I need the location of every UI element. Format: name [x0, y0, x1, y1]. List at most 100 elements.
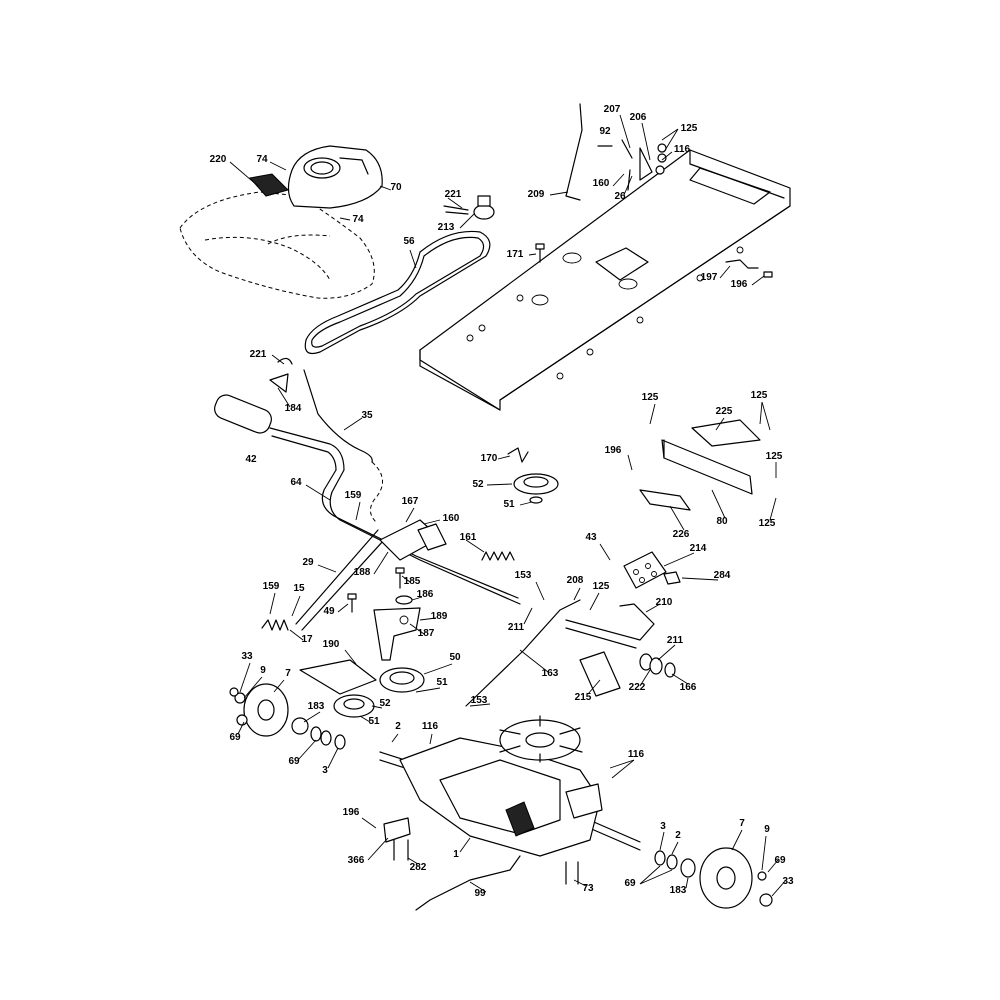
brake-rod [565, 103, 583, 201]
bracket-188 [379, 519, 447, 561]
bracket-210 [565, 603, 655, 649]
callout-c-189: 189 [431, 611, 448, 622]
callout-c-211a: 211 [508, 622, 525, 633]
callout-c-73: 73 [582, 883, 594, 894]
callout-c-2a: 2 [395, 721, 401, 732]
callout-c-33b: 33 [782, 876, 794, 887]
callout-c-7a: 7 [285, 668, 291, 679]
callout-c-70: 70 [390, 182, 402, 193]
callout-c-282: 282 [410, 862, 427, 873]
callout-c-74b: 74 [352, 214, 364, 225]
callout-c-163: 163 [542, 668, 559, 679]
callout-c-29: 29 [302, 557, 314, 568]
callout-c-51b: 51 [436, 677, 448, 688]
callout-c-166: 166 [680, 682, 697, 693]
bolts-73 [565, 861, 579, 885]
rod-29 [295, 529, 385, 631]
callout-c-211b: 211 [667, 635, 684, 646]
callout-c-221a: 221 [445, 189, 462, 200]
callout-c-220: 220 [210, 154, 227, 165]
callout-c-184: 184 [285, 403, 302, 414]
callout-c-208: 208 [567, 575, 584, 586]
bolts-282 [393, 839, 409, 861]
rod-99 [415, 855, 521, 911]
callout-c-188: 188 [354, 567, 371, 578]
callout-c-187: 187 [418, 628, 435, 639]
bracket-225 [691, 419, 761, 447]
callout-c-183b: 183 [670, 885, 687, 896]
callout-c-74a: 74 [256, 154, 268, 165]
callout-c-42: 42 [245, 454, 257, 465]
callout-c-183a: 183 [308, 701, 325, 712]
fan [499, 715, 583, 763]
knob-184 [269, 357, 293, 393]
bracket-226 [639, 489, 691, 511]
callout-c-125d: 125 [751, 390, 768, 401]
callout-c-225: 225 [716, 406, 733, 417]
bracket-189 [373, 595, 421, 661]
callout-c-206: 206 [630, 112, 647, 123]
callout-c-125b: 125 [593, 581, 610, 592]
callout-c-125f: 125 [759, 518, 776, 529]
callout-c-26: 26 [614, 191, 626, 202]
bracket-parts-top [597, 139, 667, 191]
callout-c-92: 92 [599, 126, 611, 137]
hub-right [654, 847, 773, 909]
bracket-366 [383, 817, 411, 843]
callout-c-209: 209 [528, 189, 545, 200]
callout-c-170: 170 [481, 453, 498, 464]
hub-left [229, 683, 346, 750]
spring-161 [481, 551, 515, 561]
pedal-215 [579, 651, 621, 697]
callout-c-171: 171 [507, 249, 524, 260]
callout-c-116b: 116 [422, 721, 439, 732]
pedal-pad-214 [623, 551, 681, 589]
callout-c-159b: 159 [263, 581, 280, 592]
callout-c-99: 99 [474, 888, 486, 899]
callout-c-80: 80 [716, 516, 728, 527]
callout-c-284: 284 [714, 570, 731, 581]
callout-c-17: 17 [301, 634, 313, 645]
seat-spring-pad [249, 173, 289, 197]
callout-c-125a: 125 [681, 123, 698, 134]
seat-outline [179, 191, 375, 299]
callout-c-161: 161 [460, 532, 477, 543]
callout-c-50: 50 [449, 652, 461, 663]
pulley-52-upper [507, 447, 559, 495]
callout-c-56: 56 [403, 236, 415, 247]
callout-c-69c: 69 [774, 855, 786, 866]
tractor-frame [419, 149, 791, 411]
callout-c-196a: 196 [731, 279, 748, 290]
callout-c-69b: 69 [288, 756, 300, 767]
callout-c-160b: 160 [443, 513, 460, 524]
callout-c-49: 49 [323, 606, 335, 617]
washers-211-222-166 [639, 653, 676, 678]
callout-c-116a: 116 [674, 144, 691, 155]
callout-c-52a: 52 [472, 479, 484, 490]
callout-c-190: 190 [323, 639, 340, 650]
callout-c-160a: 160 [593, 178, 610, 189]
bolt-171 [535, 243, 545, 263]
callout-c-15: 15 [293, 583, 305, 594]
bracket-190 [299, 659, 377, 695]
callout-c-52b: 52 [379, 698, 391, 709]
callout-c-214: 214 [690, 543, 707, 554]
callout-c-197: 197 [701, 272, 718, 283]
callout-c-221b: 221 [250, 349, 267, 360]
callout-c-3a: 3 [322, 765, 328, 776]
nut-51-upper [529, 496, 543, 504]
rod-163 [465, 599, 581, 707]
callout-c-51a: 51 [503, 499, 515, 510]
bolt-185 [395, 567, 405, 589]
callout-c-186: 186 [417, 589, 434, 600]
callout-c-167: 167 [402, 496, 419, 507]
callout-c-215: 215 [575, 692, 592, 703]
shift-lever [214, 394, 521, 605]
callout-c-125c: 125 [642, 392, 659, 403]
pulley-50 [379, 667, 425, 693]
callout-c-222: 222 [629, 682, 646, 693]
callout-c-43: 43 [585, 532, 597, 543]
callout-c-153b: 153 [471, 695, 488, 706]
callout-c-196c: 196 [605, 445, 622, 456]
